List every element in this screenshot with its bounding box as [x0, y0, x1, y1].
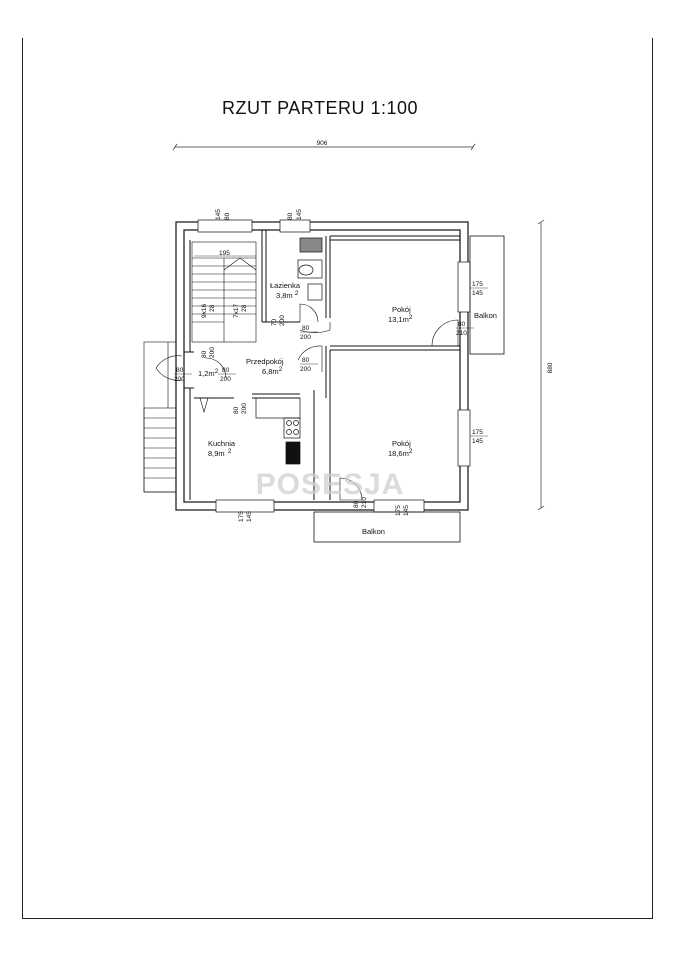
room-name-przedpokoj: Przedpokój: [246, 357, 284, 366]
svg-text:28: 28: [241, 304, 248, 312]
svg-text:200: 200: [220, 376, 231, 383]
svg-text:1,2m2: 1,2m2: [198, 368, 219, 378]
room-area-lazienka: 3,8m: [276, 291, 293, 300]
svg-text:145: 145: [296, 209, 303, 220]
svg-text:210: 210: [456, 330, 467, 337]
svg-text:80: 80: [353, 500, 360, 508]
staircase: [191, 241, 257, 343]
svg-text:80: 80: [287, 212, 294, 220]
svg-text:80: 80: [176, 367, 184, 374]
svg-text:7x17: 7x17: [233, 304, 240, 318]
room-name-lazienka: Łazienka: [270, 281, 301, 290]
svg-text:200: 200: [241, 403, 248, 414]
room-name-pokoj-upper: Pokój: [392, 305, 411, 314]
svg-text:80: 80: [458, 321, 466, 328]
room-area-kuchnia: 8,9m: [208, 449, 225, 458]
room-name-kuchnia: Kuchnia: [208, 439, 236, 448]
svg-text:28: 28: [209, 304, 216, 312]
dim-overall-width: 906: [317, 140, 328, 147]
svg-text:80: 80: [201, 350, 208, 358]
svg-text:70: 70: [271, 318, 278, 326]
room-area-pokoj-upper: 13,1m: [388, 315, 409, 324]
drawing-title: RZUT PARTERU 1:100: [221, 98, 419, 118]
room-name-balkon-right: Balkon: [474, 311, 497, 320]
doors: [155, 303, 459, 501]
svg-text:9x16: 9x16: [201, 304, 208, 318]
svg-text:200: 200: [279, 315, 286, 326]
opening-dimensions: 145 80 80 145 195 9x16 28 7x17 28 70 200…: [174, 209, 488, 522]
svg-text:175: 175: [472, 429, 483, 436]
svg-text:210: 210: [361, 497, 368, 508]
svg-text:175: 175: [472, 281, 483, 288]
sheet-border-left: [22, 38, 23, 918]
svg-text:200: 200: [174, 376, 185, 383]
dim-overall-height: 880: [547, 362, 554, 373]
svg-text:6,8m2: 6,8m2: [262, 366, 283, 376]
svg-text:8,9m2: 8,9m2: [208, 448, 232, 458]
svg-text:175: 175: [395, 505, 402, 516]
bathroom-fixtures: [297, 237, 323, 301]
svg-text:80: 80: [222, 367, 230, 374]
svg-text:80: 80: [302, 357, 310, 364]
svg-text:145: 145: [215, 209, 222, 220]
room-name-pokoj-lower: Pokój: [392, 439, 411, 448]
room-area-hall-small: 1,2m: [198, 369, 215, 378]
svg-text:195: 195: [219, 250, 230, 257]
svg-text:13,1m2: 13,1m2: [388, 314, 413, 324]
balconies: [313, 235, 505, 543]
svg-text:175: 175: [238, 511, 245, 522]
overall-width-dimension: 906: [172, 140, 476, 151]
svg-text:200: 200: [300, 334, 311, 341]
svg-text:80: 80: [233, 406, 240, 414]
room-name-balkon-bottom: Balkon: [362, 527, 385, 536]
kitchen-fixtures: [255, 397, 301, 465]
svg-text:3,8m2: 3,8m2: [276, 290, 299, 300]
svg-text:200: 200: [209, 347, 216, 358]
svg-text:145: 145: [403, 505, 410, 516]
svg-text:145: 145: [472, 438, 483, 445]
svg-text:145: 145: [472, 290, 483, 297]
room-area-przedpokoj: 6,8m: [262, 367, 279, 376]
watermark: POSESJA: [256, 468, 405, 501]
overall-height-dimension: 880: [537, 219, 554, 511]
svg-text:18,6m2: 18,6m2: [388, 448, 413, 458]
sheet-border-bottom: [22, 918, 653, 919]
svg-text:80: 80: [302, 325, 310, 332]
exterior-stairs: [143, 341, 177, 493]
wall-fill: [197, 219, 471, 513]
sheet-border-right: [652, 38, 653, 918]
svg-text:80: 80: [224, 212, 231, 220]
svg-text:200: 200: [300, 366, 311, 373]
svg-text:145: 145: [246, 511, 253, 522]
room-area-pokoj-lower: 18,6m: [388, 449, 409, 458]
